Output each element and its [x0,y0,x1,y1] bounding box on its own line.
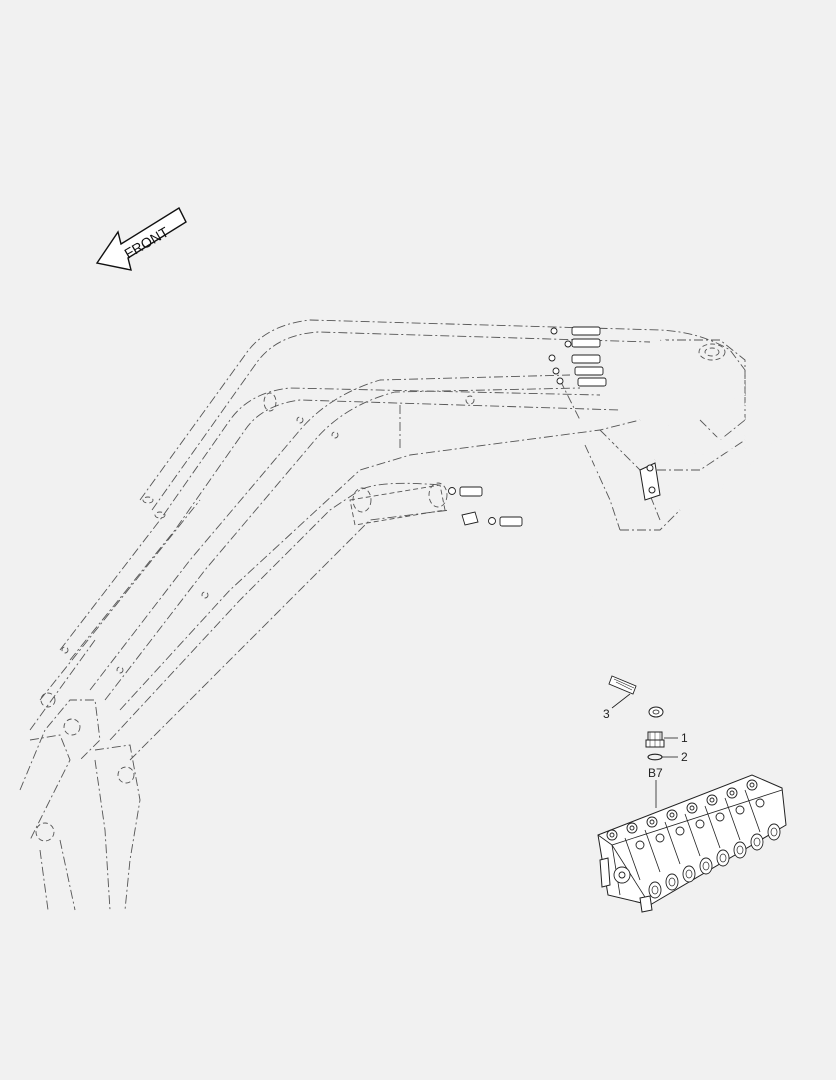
callout-b7-label: B7 [648,766,663,780]
o-ring-item-2 [647,753,663,761]
boom-hydraulic-lines [448,326,746,527]
adapter-fitting-item-1 [645,731,665,748]
callout-1-label: 1 [681,731,688,745]
leader-lines [611,693,678,808]
control-valve-block [597,774,787,913]
callout-2-label: 2 [681,750,688,764]
boom-outline [19,319,746,911]
rigid-line-item-3 [582,366,822,718]
front-direction-arrow: FRONT [95,207,187,271]
callout-3-label: 3 [603,707,610,721]
